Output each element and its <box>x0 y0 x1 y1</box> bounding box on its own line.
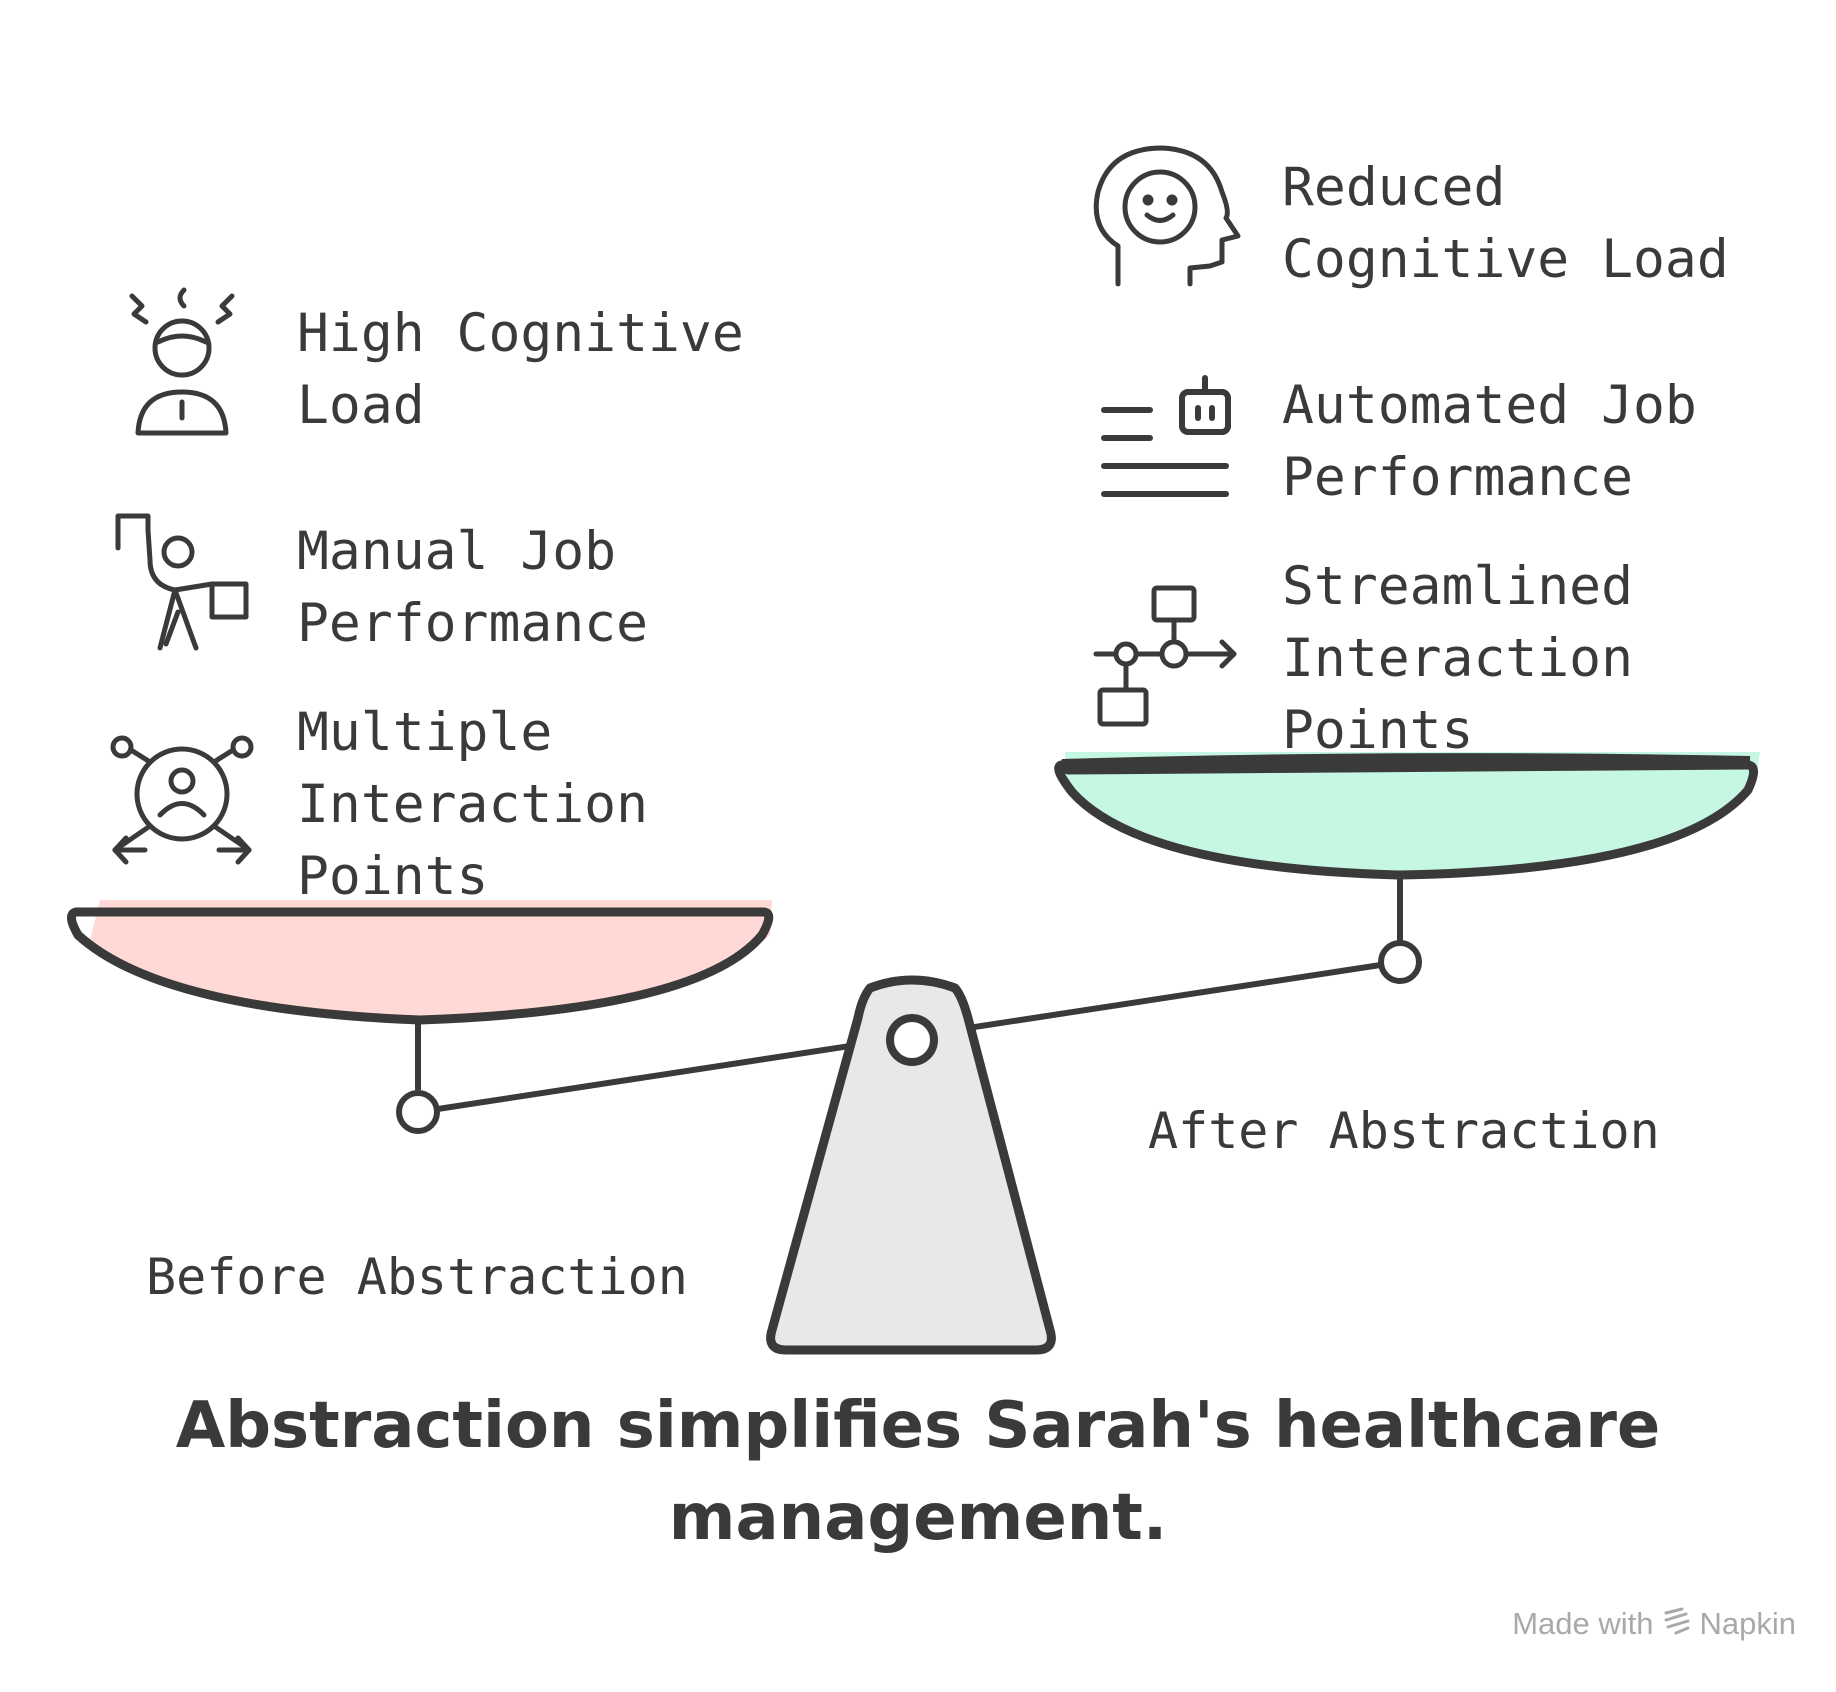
robot-lines-icon <box>1101 375 1231 497</box>
stressed-person-icon <box>129 287 235 436</box>
napkin-watermark[interactable]: Made with Napkin <box>1512 1605 1796 1643</box>
before-abstraction-caption: Before Abstraction <box>146 1248 688 1306</box>
streamlined-interaction-points-label: Streamlined Interaction Points <box>1282 556 1633 761</box>
flowchart-icon <box>1093 585 1237 727</box>
watermark-brand: Napkin <box>1699 1606 1797 1641</box>
left-pan <box>67 900 774 1134</box>
diagram-title: Abstraction simplifies Sarah's healthcar… <box>175 1389 1661 1555</box>
calm-head-icon <box>1093 145 1241 287</box>
automated-job-performance-label: Automated Job Performance <box>1282 375 1697 508</box>
after-abstraction-caption: After Abstraction <box>1148 1102 1660 1160</box>
multiple-interaction-points-label: Multiple Interaction Points <box>297 702 648 907</box>
person-network-icon <box>110 735 254 865</box>
manual-job-performance-label: Manual Job Performance <box>297 521 648 654</box>
watermark-prefix: Made with <box>1512 1606 1654 1641</box>
napkin-logo-icon <box>1662 1605 1692 1643</box>
person-carrying-box-icon <box>115 513 249 651</box>
right-pan <box>1054 752 1760 984</box>
fulcrum <box>766 975 1056 1355</box>
reduced-cognitive-load-label: Reduced Cognitive Load <box>1282 157 1729 290</box>
high-cognitive-load-label: High Cognitive Load <box>297 303 744 436</box>
